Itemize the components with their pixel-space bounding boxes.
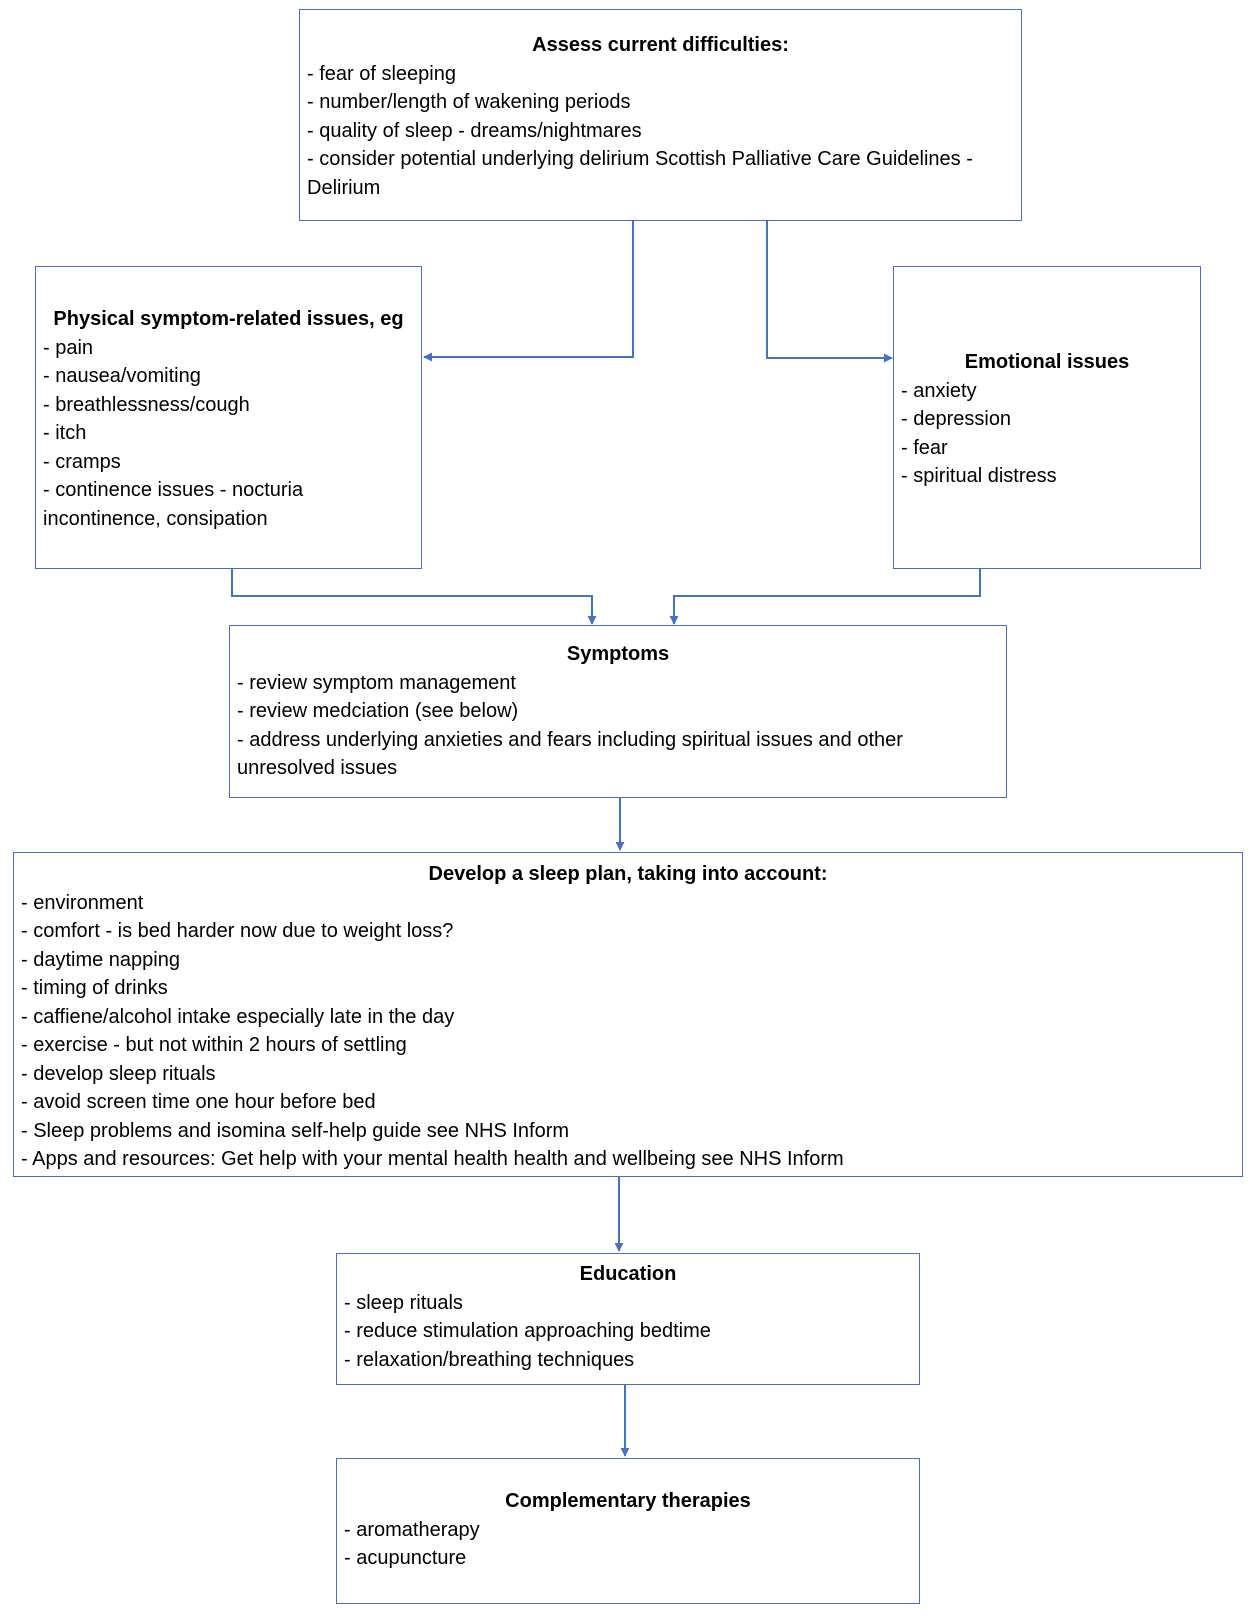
connector-physical-to-symptoms — [231, 568, 597, 625]
complementary-item: - aromatherapy — [344, 1518, 480, 1541]
symptoms-item: - review symptom management — [237, 671, 516, 694]
sleep-plan-item: - Sleep problems and isomina self-help g… — [21, 1119, 570, 1142]
physical-item: - pain — [43, 336, 94, 359]
sleep-plan-box: Develop a sleep plan, taking into accoun… — [13, 852, 1243, 1177]
education-item: - reduce stimulation approaching bedtime — [344, 1320, 711, 1342]
assess-item: - number/length of wakening periods — [307, 91, 631, 113]
sleep-plan-item: - develop sleep rituals — [21, 1062, 216, 1085]
complementary-therapies-box: Complementary therapies - aromatherapy -… — [336, 1458, 920, 1604]
symptoms-item: - address underlying anxieties and fears… — [237, 728, 909, 780]
sleep-plan-item: - caffiene/alcohol intake especially lat… — [21, 1005, 455, 1028]
symptoms-title: Symptoms — [566, 643, 670, 665]
physical-item: - cramps — [43, 450, 121, 473]
sleep-plan-item: - Apps and resources: Get help with your… — [21, 1148, 844, 1170]
education-title: Education — [579, 1263, 677, 1285]
emotional-item: - spiritual distress — [901, 465, 1057, 487]
complementary-therapies-title: Complementary therapies — [505, 1490, 751, 1512]
assess-difficulties-title: Assess current difficulties: — [532, 34, 789, 56]
connector-assess-to-emotional — [766, 220, 893, 363]
emotional-item: - fear — [901, 436, 948, 459]
physical-issues-title: Physical symptom-related issues, eg — [53, 308, 404, 330]
physical-item: - breathlessness/cough — [43, 393, 250, 416]
sleep-plan-item: - timing of drinks — [21, 977, 168, 999]
education-box: Education - sleep rituals - reduce stimu… — [336, 1253, 920, 1385]
physical-issues-box: Physical symptom-related issues, eg - pa… — [35, 266, 422, 569]
assess-item: - consider potential underlying delirium… — [307, 148, 979, 199]
physical-item: - nausea/vomiting — [43, 365, 201, 387]
emotional-item: - anxiety — [901, 379, 977, 402]
assess-item: - fear of sleeping — [307, 62, 456, 85]
assess-difficulties-box: Assess current difficulties: - fear of s… — [299, 9, 1022, 221]
education-item: - sleep rituals — [344, 1291, 463, 1314]
sleep-plan-item: - exercise - but not within 2 hours of s… — [21, 1034, 407, 1056]
education-item: - relaxation/breathing techniques — [344, 1348, 635, 1371]
connector-assess-to-physical — [423, 220, 634, 362]
sleep-plan-item: - environment — [21, 891, 144, 914]
emotional-issues-box: Emotional issues - anxiety - depression … — [893, 266, 1201, 569]
sleep-plan-item: - daytime napping — [21, 948, 180, 971]
emotional-item: - depression — [901, 408, 1012, 430]
complementary-item: - acupuncture — [344, 1547, 467, 1569]
physical-item: - continence issues - nocturia incontine… — [43, 479, 309, 530]
symptoms-item: - review medciation (see below) — [237, 700, 519, 722]
sleep-plan-item: - avoid screen time one hour before bed — [21, 1091, 376, 1113]
connector-emotional-to-symptoms — [669, 568, 981, 625]
assess-item: - quality of sleep - dreams/nightmares — [307, 119, 642, 142]
sleep-plan-item: - comfort - is bed harder now due to wei… — [21, 920, 454, 942]
sleep-plan-title: Develop a sleep plan, taking into accoun… — [428, 863, 828, 885]
symptoms-box: Symptoms - review symptom management - r… — [229, 625, 1007, 798]
physical-item: - itch — [43, 422, 87, 444]
emotional-issues-title: Emotional issues — [964, 351, 1130, 373]
